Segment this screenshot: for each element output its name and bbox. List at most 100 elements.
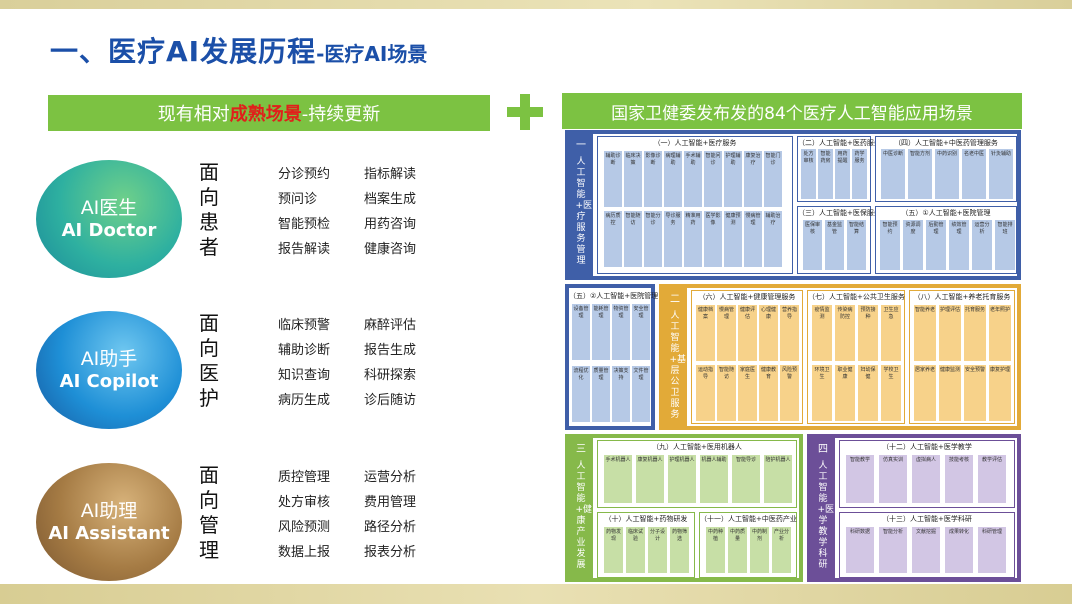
role-item: 临床预警 — [278, 318, 331, 333]
scene-tile: 中医诊断 — [881, 149, 905, 199]
scene-tile: 智能分诊 — [644, 211, 662, 267]
scene-tile: 家庭医生 — [738, 365, 757, 421]
scene-tile: 分子设计 — [648, 527, 667, 573]
role-item: 辅助诊断 — [278, 343, 331, 358]
scene-tile: 环境卫生 — [812, 365, 832, 421]
role-item: 费用管理 — [364, 495, 417, 510]
scene-tile: 护理机器人 — [668, 455, 696, 503]
scene-tile: 文件管理 — [632, 366, 650, 422]
mature-scenes-banner: 现有相对成熟场景-持续更新 — [48, 95, 490, 131]
section-medical-research: （十三）人工智能+医学科研 科研数据智能分析文献挖掘成果转化科研管理 — [839, 512, 1015, 578]
scene-tile: 托育服务 — [964, 305, 986, 361]
role-item: 运营分析 — [364, 470, 417, 485]
scene-tile: 老年照护 — [989, 305, 1011, 361]
role-audience: 面向患者 — [199, 160, 219, 259]
role-item-list: 分诊预约 指标解读 预问诊 档案生成 智能预检 用药咨询 报告解读 健康咨询 — [278, 165, 458, 260]
panel-sidebar: 四 人工智能+医学教学科研 — [811, 438, 835, 578]
scene-tile: 护理评估 — [939, 305, 961, 361]
scene-tile: 名老中医 — [962, 149, 986, 199]
scene-tile: 护理辅助 — [724, 151, 742, 207]
scene-tile: 康复治疗 — [744, 151, 762, 207]
panel-sidebar: 三 人工智能+健康产业发展 — [569, 438, 593, 578]
scene-tile: 临床试验 — [626, 527, 645, 573]
role-item: 报告生成 — [364, 343, 417, 358]
page-title: 一、医疗AI发展历程-医疗AI场景 — [50, 35, 428, 68]
scene-tile: 智能门诊 — [764, 151, 782, 207]
panel-sidebar: 一 人工智能+医疗服务管理 — [569, 134, 593, 276]
section-public-health: （七）人工智能+公共卫生服务 疫情监测传染病防控预防接种卫生应急环境卫生职业健康… — [807, 290, 905, 424]
scene-tile: 智能教学 — [846, 455, 874, 503]
scene-tile: 医学影像 — [704, 211, 722, 267]
scene-tile: 手术机器人 — [604, 455, 632, 503]
scene-tile: 慢病管理 — [744, 211, 762, 267]
nhc-scenes-banner: 国家卫健委发布发的84个医疗人工智能应用场景 — [562, 93, 1022, 129]
scene-tile: 智能分析 — [879, 527, 907, 573]
role-audience: 面向管理 — [199, 463, 219, 562]
panel-education-research: 四 人工智能+医学教学科研 （十二）人工智能+医学教学 智能教学仿真实训虚拟病人… — [807, 434, 1021, 582]
scene-tile: 处方审核 — [801, 149, 816, 199]
scene-tile: 质量管理 — [592, 366, 610, 422]
scene-tile: 健康档案 — [696, 305, 715, 361]
scene-tile: 职业健康 — [835, 365, 855, 421]
role-item: 质控管理 — [278, 470, 331, 485]
plus-icon — [507, 94, 543, 130]
role-item: 报告解读 — [278, 242, 331, 257]
scene-tile: 手术辅助 — [684, 151, 702, 207]
scene-tile: 教学评估 — [978, 455, 1006, 503]
scene-tile: 文献挖掘 — [912, 527, 940, 573]
scene-tile: 科研管理 — [978, 527, 1006, 573]
scene-tile: 虚拟病人 — [912, 455, 940, 503]
role-item-list: 临床预警 麻醉评估 辅助诊断 报告生成 知识查询 科研探索 病历生成 诊后随访 — [278, 316, 458, 411]
scene-tile: 后勤管理 — [926, 220, 946, 270]
scene-tile: 疫情监测 — [812, 305, 832, 361]
scene-tile: 能耗管理 — [592, 304, 610, 360]
role-item: 处方审核 — [278, 495, 331, 510]
scene-tile: 健康监测 — [939, 365, 961, 421]
scene-tile: 智能随访 — [624, 211, 642, 267]
scene-tile: 智能导诊 — [732, 455, 760, 503]
scene-tile: 中药制剂 — [750, 527, 769, 573]
scene-tile: 慢病管理 — [717, 305, 736, 361]
scene-tile: 心理健康 — [759, 305, 778, 361]
role-item: 麻醉评估 — [364, 318, 417, 333]
scene-tile: 安全管理 — [632, 304, 650, 360]
scene-tile: 资源调度 — [903, 220, 923, 270]
scene-tile: 卫生应急 — [881, 305, 901, 361]
section-health-mgmt: （六）人工智能+健康管理服务 健康档案慢病管理健康评估心理健康营养指导运动指导智… — [691, 290, 803, 424]
scene-tile: 仿真实训 — [879, 455, 907, 503]
scene-tile: 物资管理 — [612, 304, 630, 360]
scene-tile: 机器人辅助 — [700, 455, 728, 503]
panel-health-industry: 三 人工智能+健康产业发展 （九）人工智能+医用机器人 手术机器人康复机器人护理… — [565, 434, 803, 582]
scene-tile: 营养指导 — [780, 305, 799, 361]
scene-tile: 运营分析 — [972, 220, 992, 270]
scene-tile: 智能排班 — [995, 220, 1015, 270]
scene-tile: 学校卫生 — [881, 365, 901, 421]
scene-tile: 精准用药 — [684, 211, 702, 267]
section-medical-robots: （九）人工智能+医用机器人 手术机器人康复机器人护理机器人机器人辅助智能导诊陪护… — [597, 440, 797, 508]
role-item: 指标解读 — [364, 167, 417, 182]
scene-tile: 智能随访 — [717, 365, 736, 421]
scene-tile: 康复护理 — [989, 365, 1011, 421]
role-item: 用药咨询 — [364, 217, 417, 232]
scene-tile: 健康评估 — [738, 305, 757, 361]
scene-tile: 健康预测 — [724, 211, 742, 267]
section-medical-teaching: （十二）人工智能+医学教学 智能教学仿真实训虚拟病人技能考核教学评估 — [839, 440, 1015, 508]
role-item: 健康咨询 — [364, 242, 417, 257]
scene-tile: 医保审核 — [803, 220, 822, 270]
scene-tile: 智能药房 — [818, 149, 833, 199]
role-item: 路径分析 — [364, 520, 417, 535]
role-item: 诊后随访 — [364, 393, 417, 408]
section-medical-service: （一）人工智能+医疗服务 辅助诊断临床决策影像诊断病理辅助手术辅助智能问诊护理辅… — [597, 136, 793, 274]
scene-tile: 健康教育 — [759, 365, 778, 421]
panel-sidebar: 二 人工智能+基层公卫服务 — [663, 288, 687, 426]
role-item: 分诊预约 — [278, 167, 331, 182]
section-tcm: （四）人工智能+中医药管理服务 中医诊断智能方剂中药识别名老中医针灸辅助 — [875, 136, 1017, 202]
scene-tile: 绩效管理 — [949, 220, 969, 270]
role-item: 风险预测 — [278, 520, 331, 535]
role-item: 报表分析 — [364, 545, 417, 560]
scene-tile: 智能预约 — [880, 220, 900, 270]
